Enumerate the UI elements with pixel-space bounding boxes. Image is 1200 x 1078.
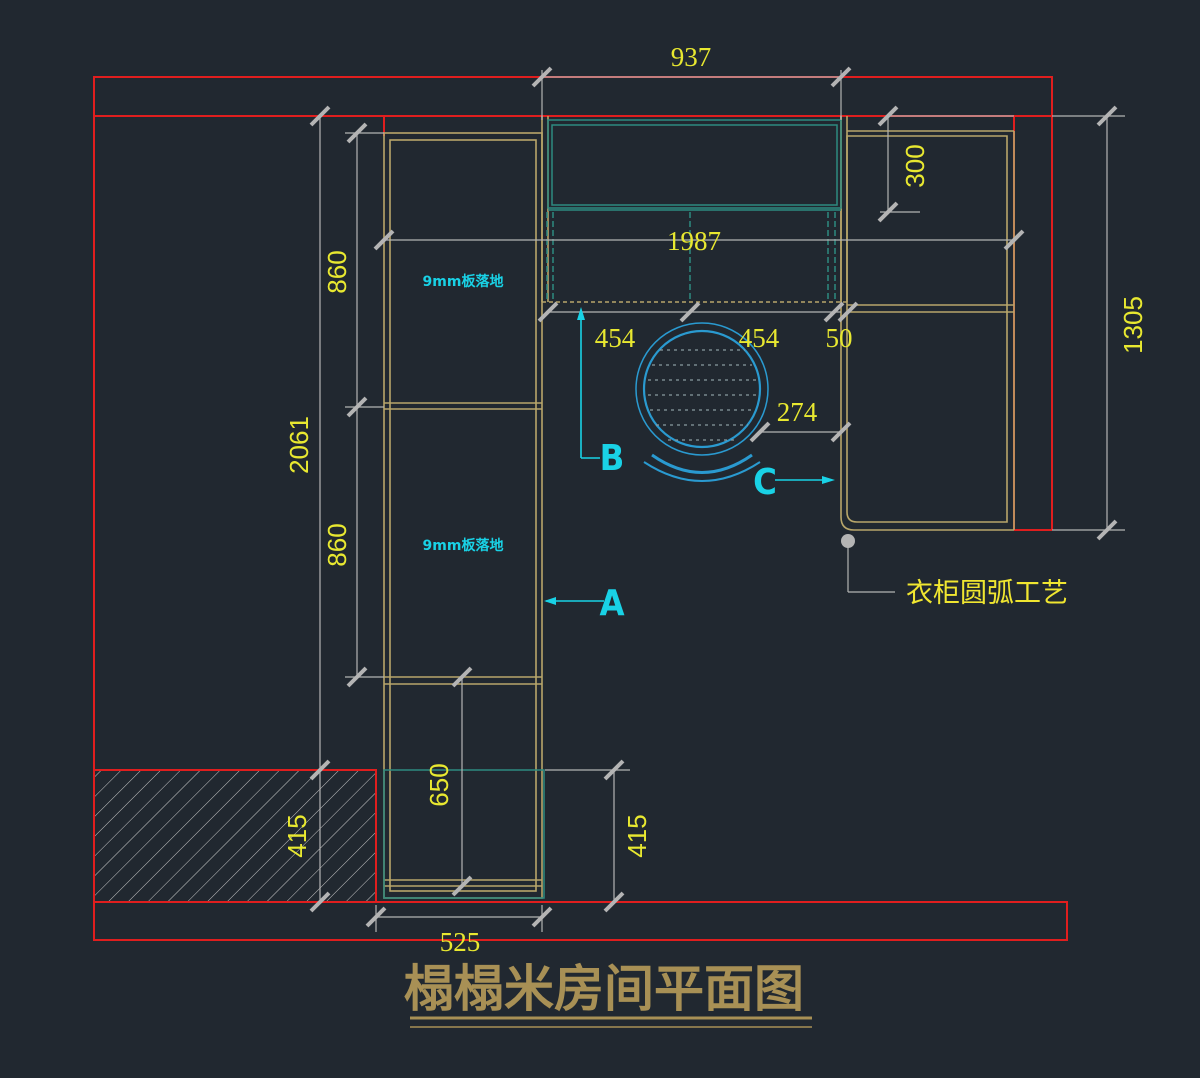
walls (93, 76, 1068, 941)
panel-label-lower: 9mm板落地 (423, 537, 504, 554)
dim-right-height: 1305 (1118, 296, 1148, 354)
dim-bay-height: 650 (424, 763, 454, 806)
dim-left-upper: 860 (322, 250, 352, 293)
dim-top-width: 937 (671, 42, 712, 72)
dim-desk-gap: 50 (826, 323, 853, 353)
chair-icon (635, 322, 769, 482)
dim-bottom-width: 525 (440, 927, 481, 957)
view-label-c: C (753, 462, 777, 503)
dim-step-height: 415 (622, 814, 652, 857)
left-cabinet-inner (389, 139, 537, 892)
panel-label-upper: 9mm板落地 (423, 273, 504, 290)
drawing-title: 榻榻米房间平面图 (404, 960, 804, 1018)
dim-left-bottom: 415 (282, 814, 312, 857)
dim-total-width: 1987 (667, 226, 721, 256)
bottom-wall (93, 901, 1068, 941)
dim-right-depth: 300 (900, 144, 930, 187)
view-arrow-a (544, 597, 604, 605)
top-wall (93, 76, 1053, 117)
view-arrow-b (577, 307, 600, 459)
right-cabinet-outer (840, 116, 1014, 531)
hatched-step (93, 769, 377, 903)
dim-left-total: 2061 (284, 416, 314, 474)
wardrobe-note: 衣柜圆弧工艺 (906, 578, 1068, 609)
view-label-a: A (599, 583, 624, 624)
dimension-ticks (309, 66, 1118, 928)
dim-desk-mid: 454 (739, 323, 780, 353)
desk-hutch-inner (551, 124, 838, 206)
bottom-bay-panel (383, 769, 545, 899)
left-cabinet-outer (383, 132, 543, 899)
desk-hutch-outer (547, 119, 842, 209)
dim-desk-depth: 274 (777, 397, 818, 427)
view-label-b: B (600, 438, 625, 479)
desk-panels (383, 119, 842, 899)
dim-desk-left: 454 (595, 323, 636, 353)
dim-left-lower: 860 (322, 523, 352, 566)
wardrobe-note-dot (841, 534, 855, 548)
view-arrow-c (775, 476, 835, 484)
right-cabinet-inner (846, 135, 1008, 523)
wardrobe-note-leader (847, 545, 895, 593)
